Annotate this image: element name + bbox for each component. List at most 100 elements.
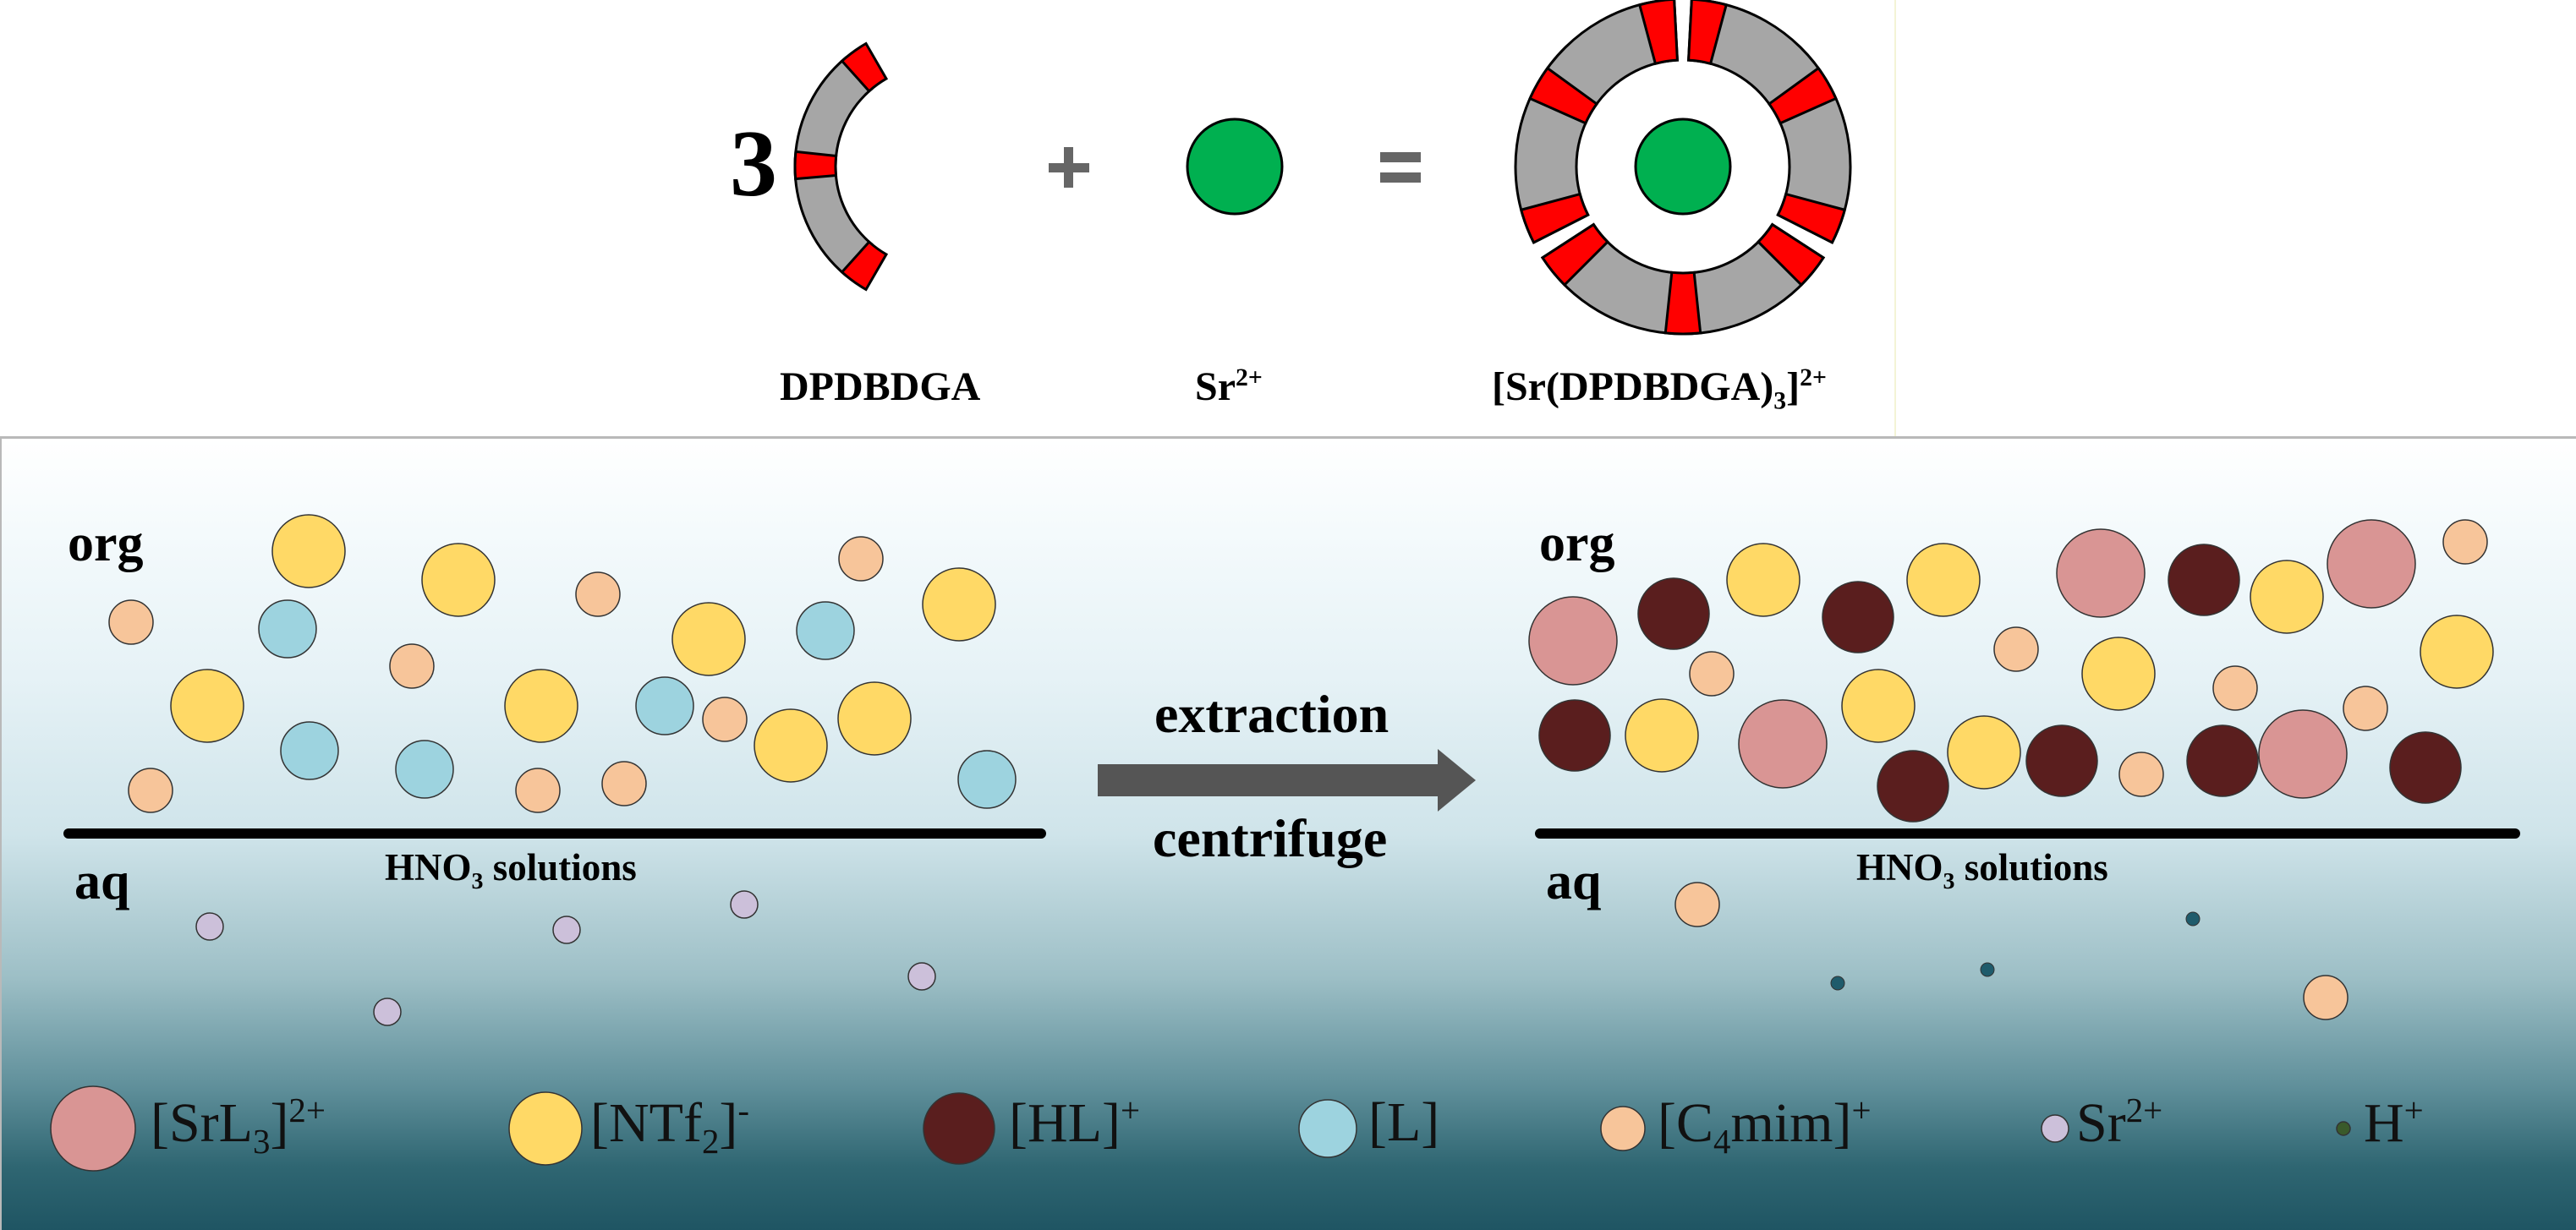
donor-segment — [1756, 222, 1826, 287]
particle-sr — [195, 912, 224, 941]
particle-ntf2 — [1726, 543, 1800, 617]
legend-marker-c4mim — [1600, 1106, 1646, 1151]
particle-ntf2 — [1947, 715, 2021, 790]
particle-l — [957, 750, 1017, 809]
particle-ntf2 — [2081, 637, 2156, 711]
legend-c4mim-close: mim] — [1730, 1092, 1852, 1154]
complex-center-ion-icon — [1634, 118, 1732, 216]
particle-hl — [1822, 581, 1894, 653]
particle-ntf2 — [170, 669, 244, 743]
legend-srl3-sub: 3 — [252, 1123, 271, 1162]
complex-prefix: [Sr(DPDBDGA) — [1492, 364, 1774, 409]
particle-c4mim — [128, 768, 173, 813]
particle-sr — [552, 916, 581, 944]
left-aq-label: aq — [74, 853, 130, 910]
legend-marker-h — [2336, 1121, 2351, 1136]
particle-hl — [2168, 544, 2240, 616]
particle-ntf2 — [671, 602, 746, 676]
particle-c4mim — [2442, 519, 2488, 565]
complex-suffix: ] — [1786, 364, 1800, 409]
legend-sr-base: Sr — [2076, 1092, 2126, 1154]
particle-hl — [2186, 724, 2259, 797]
legend-marks-layer — [50, 1085, 2351, 1172]
particle-hl — [1538, 699, 1611, 772]
donor-segment — [1528, 66, 1599, 125]
particle-srl3 — [1738, 699, 1828, 789]
arrow-bottom-label: centrifuge — [1153, 808, 1388, 868]
complex-charge: 2+ — [1800, 364, 1827, 391]
particle-c4mim — [2118, 752, 2164, 797]
left-hno3-sub: 3 — [471, 868, 484, 894]
right-interface-label: HNO3 solutions — [1856, 845, 2108, 895]
left-org-label: org — [68, 515, 144, 572]
particle-c4mim — [1674, 882, 1720, 927]
ligand-label: DPDBDGA — [780, 364, 981, 409]
particle-h — [1980, 962, 1995, 977]
legend-marker-srl3 — [50, 1085, 136, 1172]
donor-segment — [1767, 66, 1838, 125]
legend-ntf2-label: [NTf2]- — [590, 1091, 749, 1162]
legend-marker-l — [1298, 1099, 1357, 1158]
legend-h-sup: + — [2403, 1091, 2424, 1129]
right-aq-label: aq — [1546, 853, 1602, 910]
particle-l — [635, 676, 694, 735]
legend-marker-sr — [2041, 1114, 2069, 1143]
left-hno3-suffix: solutions — [483, 846, 637, 888]
particle-ntf2 — [2420, 615, 2494, 689]
legend-l-label: [L] — [1368, 1091, 1439, 1155]
particle-ntf2 — [837, 681, 912, 756]
legend-hl-sup: + — [1120, 1091, 1141, 1129]
legend-c4mim-sub: 4 — [1713, 1123, 1731, 1162]
particle-c4mim — [389, 643, 435, 689]
particle-srl3 — [1528, 596, 1618, 686]
operator-text-holder: + = — [1049, 127, 1050, 128]
legend-ntf2-close: ] — [719, 1092, 738, 1154]
particle-l — [796, 601, 855, 660]
legend-srl3-close: ] — [270, 1092, 289, 1154]
legend-c4mim-sup: + — [1851, 1091, 1872, 1129]
particle-srl3 — [2327, 519, 2416, 609]
legend-h-label: H+ — [2364, 1091, 2424, 1156]
legend-ntf2-base: [NTf — [590, 1092, 702, 1154]
legend-sr-label: Sr2+ — [2076, 1091, 2162, 1156]
legend-sr-sup: 2+ — [2125, 1091, 2163, 1129]
right-hno3-suffix: solutions — [1954, 846, 2108, 888]
metal-charge: 2+ — [1236, 364, 1263, 391]
particle-l — [280, 721, 339, 780]
legend-c4mim-base: [C — [1658, 1092, 1713, 1154]
particle-hl — [2389, 731, 2462, 804]
complex-sub: 3 — [1773, 386, 1787, 415]
particle-h — [1830, 976, 1845, 991]
particle-c4mim — [108, 599, 154, 645]
legend-hl-base: [HL] — [1009, 1092, 1121, 1154]
particle-ntf2 — [1625, 698, 1699, 773]
particle-c4mim — [515, 768, 561, 813]
particle-ntf2 — [421, 543, 496, 617]
particle-srl3 — [2258, 709, 2348, 799]
ligand-arc-icon — [793, 41, 889, 292]
particle-c4mim — [2303, 975, 2349, 1020]
particle-ntf2 — [754, 708, 828, 783]
divider-line — [1894, 0, 1896, 436]
particle-c4mim — [838, 536, 884, 582]
particle-c4mim — [601, 761, 647, 806]
particle-ntf2 — [922, 567, 996, 642]
donor-segment — [1540, 222, 1610, 287]
legend-srl3-label: [SrL3]2+ — [151, 1091, 326, 1162]
donor-segment — [840, 240, 889, 292]
donor-segment — [1776, 192, 1847, 244]
legend-h-base: H — [2364, 1092, 2404, 1154]
particle-c4mim — [1689, 651, 1735, 697]
particle-l — [258, 599, 317, 659]
legend-srl3-base: [SrL — [151, 1092, 253, 1154]
metal-ion-icon — [1186, 118, 1284, 216]
complex-label: [Sr(DPDBDGA)3]2+ — [1492, 364, 1827, 416]
equals-sign-icon — [1380, 152, 1421, 183]
right-interface-line — [1535, 828, 2520, 839]
donor-segment — [793, 150, 838, 181]
particle-hl — [2025, 724, 2098, 797]
particle-h — [2185, 911, 2201, 927]
donor-segment — [840, 41, 889, 93]
particle-hl — [1637, 577, 1710, 650]
